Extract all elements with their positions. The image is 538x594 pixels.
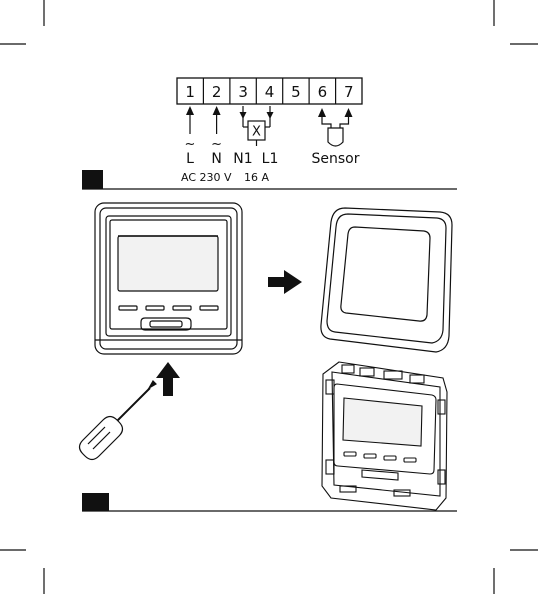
- terminal-4: 4: [265, 83, 275, 101]
- screwdriver-icon: [80, 381, 157, 460]
- terminal-block: 1 2 3 4 5 6 7: [177, 78, 362, 104]
- arrow-right-icon: [268, 270, 302, 294]
- tilde-N: ~: [211, 137, 222, 152]
- terminal-6: 6: [318, 83, 328, 101]
- section-rule-top: [82, 170, 457, 189]
- thermostat-base-open-icon: [322, 362, 447, 510]
- relay-symbol: X: [252, 125, 261, 140]
- thermostat-front-icon: [95, 203, 242, 354]
- arrow-up-icon: [156, 362, 180, 396]
- terminal-1: 1: [185, 83, 195, 101]
- label-N1: N1: [233, 151, 252, 167]
- spec-current: 16 A: [244, 171, 269, 184]
- sensor-probe-icon: [318, 108, 353, 146]
- label-sensor: Sensor: [312, 151, 360, 167]
- section-marker-square: [82, 493, 109, 511]
- label-N: N: [211, 151, 221, 167]
- terminal-2: 2: [212, 83, 222, 101]
- terminal-3: 3: [238, 83, 248, 101]
- label-L: L: [186, 151, 194, 167]
- terminal-5: 5: [291, 83, 301, 101]
- spec-voltage: AC 230 V: [181, 171, 232, 184]
- tilde-L: ~: [185, 137, 196, 152]
- section-marker-square: [82, 170, 103, 189]
- supply-arrows: [186, 106, 221, 134]
- thermostat-frame-icon: [321, 208, 452, 352]
- label-L1: L1: [262, 151, 279, 167]
- terminal-7: 7: [344, 83, 354, 101]
